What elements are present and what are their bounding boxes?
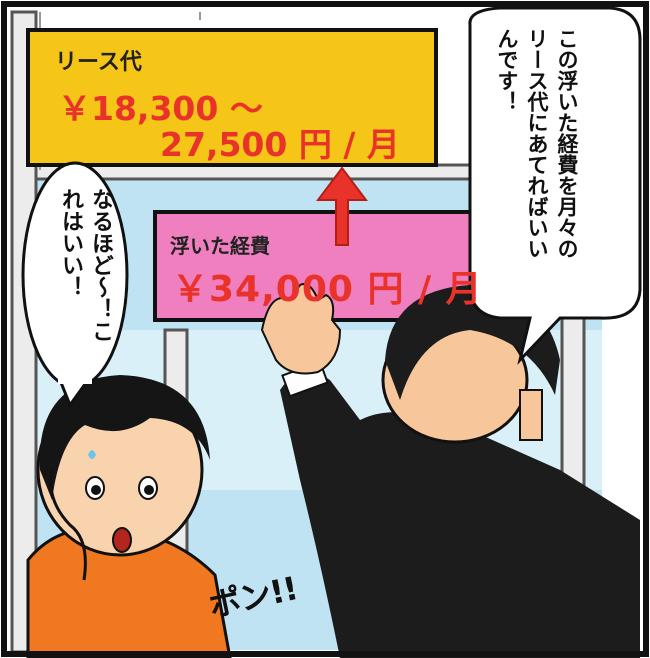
lease-sign-title: リース代 [55, 50, 142, 75]
speech-bubble-right [468, 6, 642, 366]
floating-cost-title: 浮いた経費 [170, 234, 270, 258]
man-in-suit-figure [260, 283, 640, 658]
up-arrow-icon [316, 166, 368, 246]
boy-figure [26, 375, 232, 658]
lease-price-sign [26, 28, 438, 167]
lease-price-range-start: ￥18,300 〜 [58, 89, 263, 128]
floating-cost-amount: ￥34,000 円 / 月 [172, 269, 483, 310]
lease-price-range-end: 27,500 円 / 月 [160, 125, 400, 164]
speech-right-text: この浮いた経費を月々のリース代にあてればいいんです！ [495, 28, 579, 259]
speech-left-text: なるほど〜！これはいい！ [58, 188, 113, 342]
